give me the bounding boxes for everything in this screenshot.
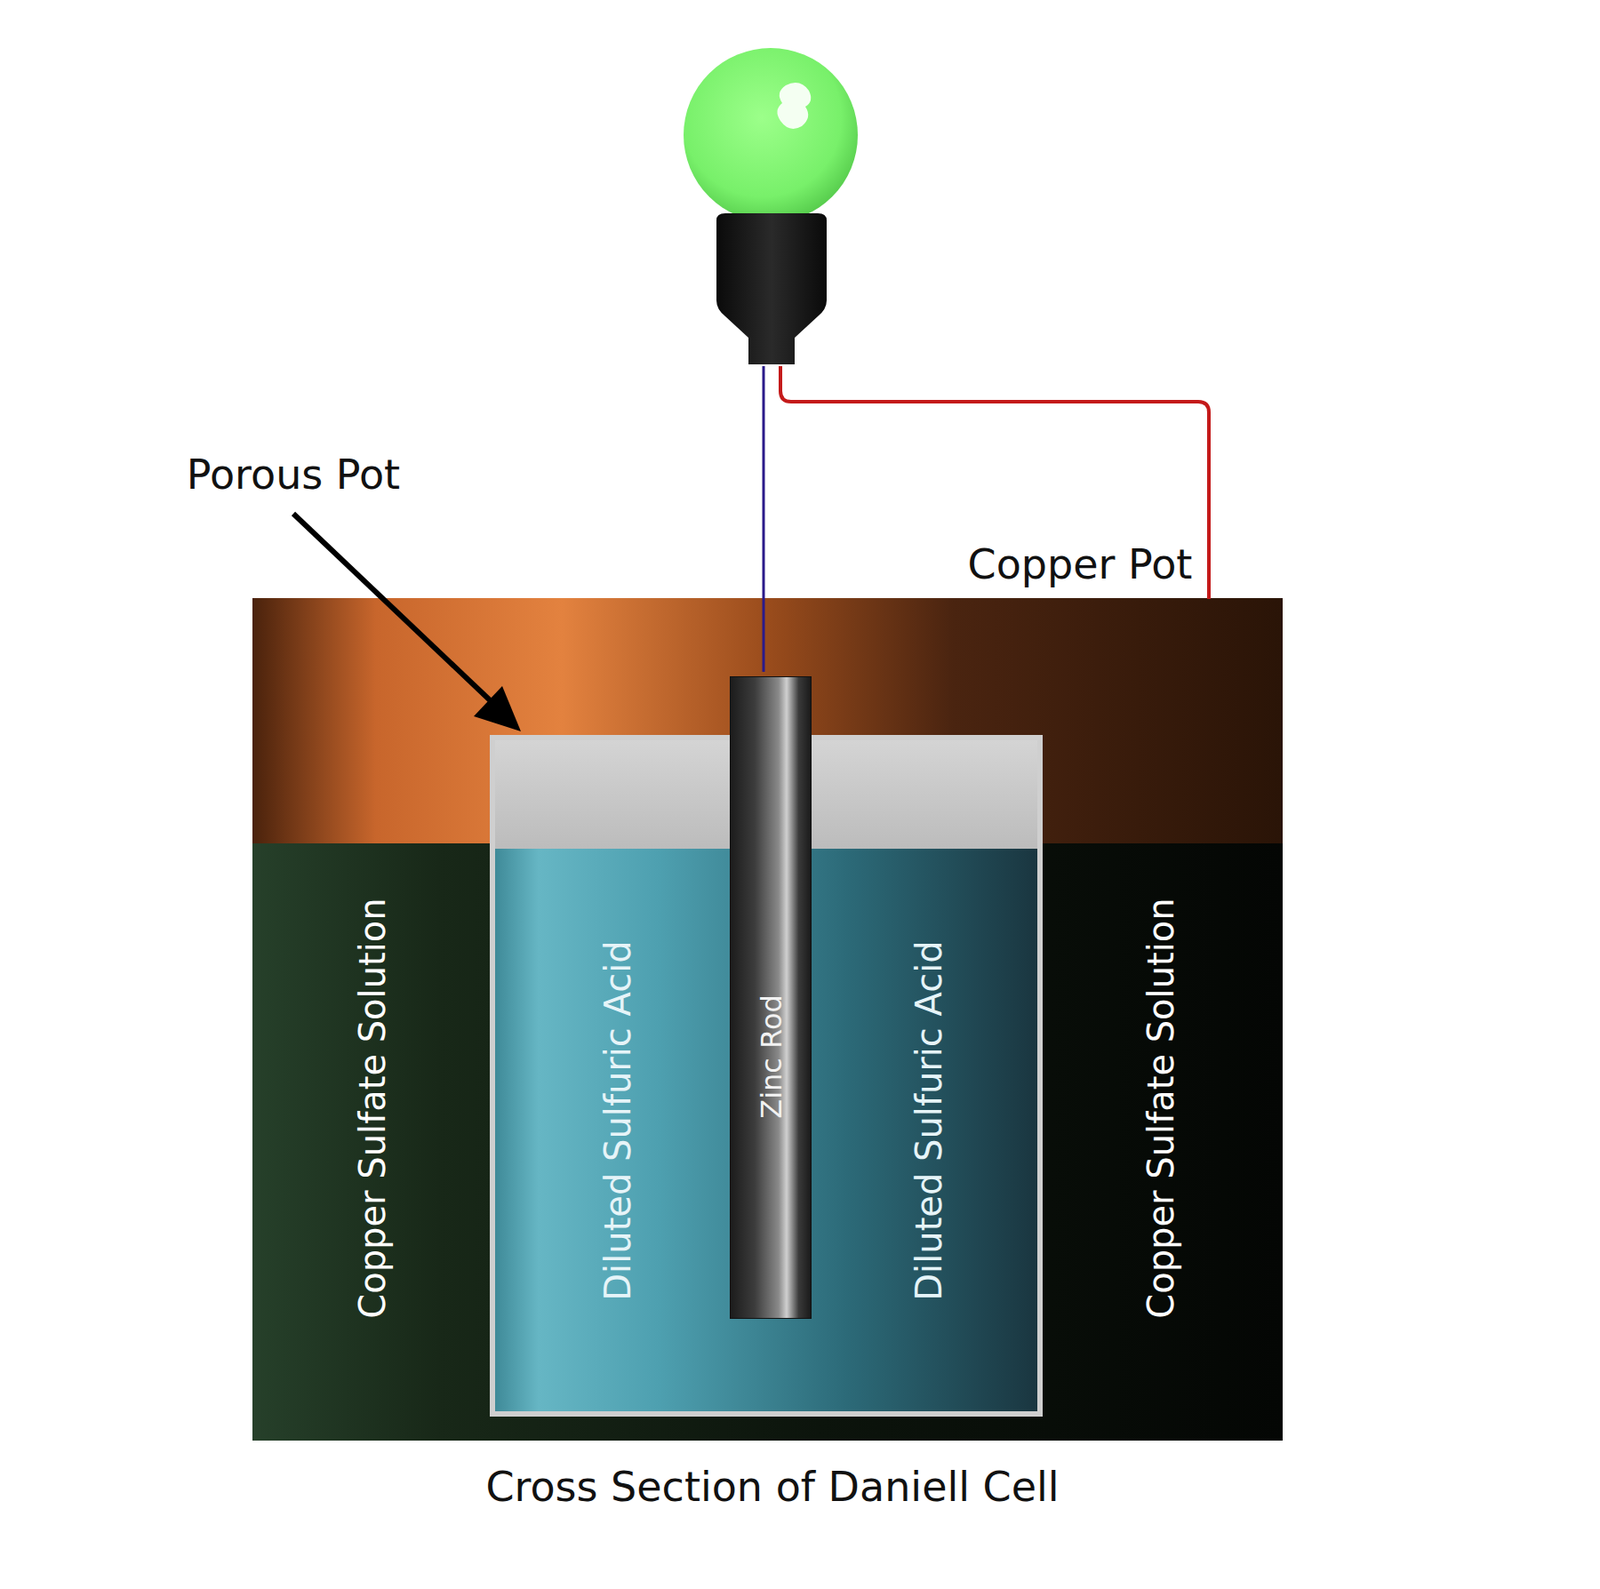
solution-label: Copper Sulfate Solution <box>1143 897 1179 1319</box>
porous-pot: Diluted Sulfuric Acid Diluted Sulfuric Ac… <box>489 735 1043 1417</box>
porous-pot-arrowhead <box>473 686 521 732</box>
copper-pot: Copper PotCopper Sulfate SolutionCopper … <box>252 598 1283 1441</box>
caption: Cross Section of Daniell Cell <box>485 1466 1059 1508</box>
wire-to-copper <box>780 366 1209 600</box>
part-label: Copper Pot <box>968 544 1193 585</box>
acid-label: Diluted Sulfuric Acid <box>911 940 947 1302</box>
bulb-highlight <box>776 82 811 129</box>
wire-to-zinc <box>762 366 766 672</box>
bulb-socket <box>716 213 827 365</box>
solution-label: Copper Sulfate Solution <box>354 897 391 1319</box>
porous-pot-leader <box>293 513 504 713</box>
callout-label: Porous Pot <box>186 454 400 496</box>
bulb-glass <box>683 48 858 223</box>
zinc-rod: Zinc Rod <box>729 676 812 1320</box>
rod-label: Zinc Rod <box>757 994 786 1120</box>
acid-label: Diluted Sulfuric Acid <box>600 940 636 1302</box>
